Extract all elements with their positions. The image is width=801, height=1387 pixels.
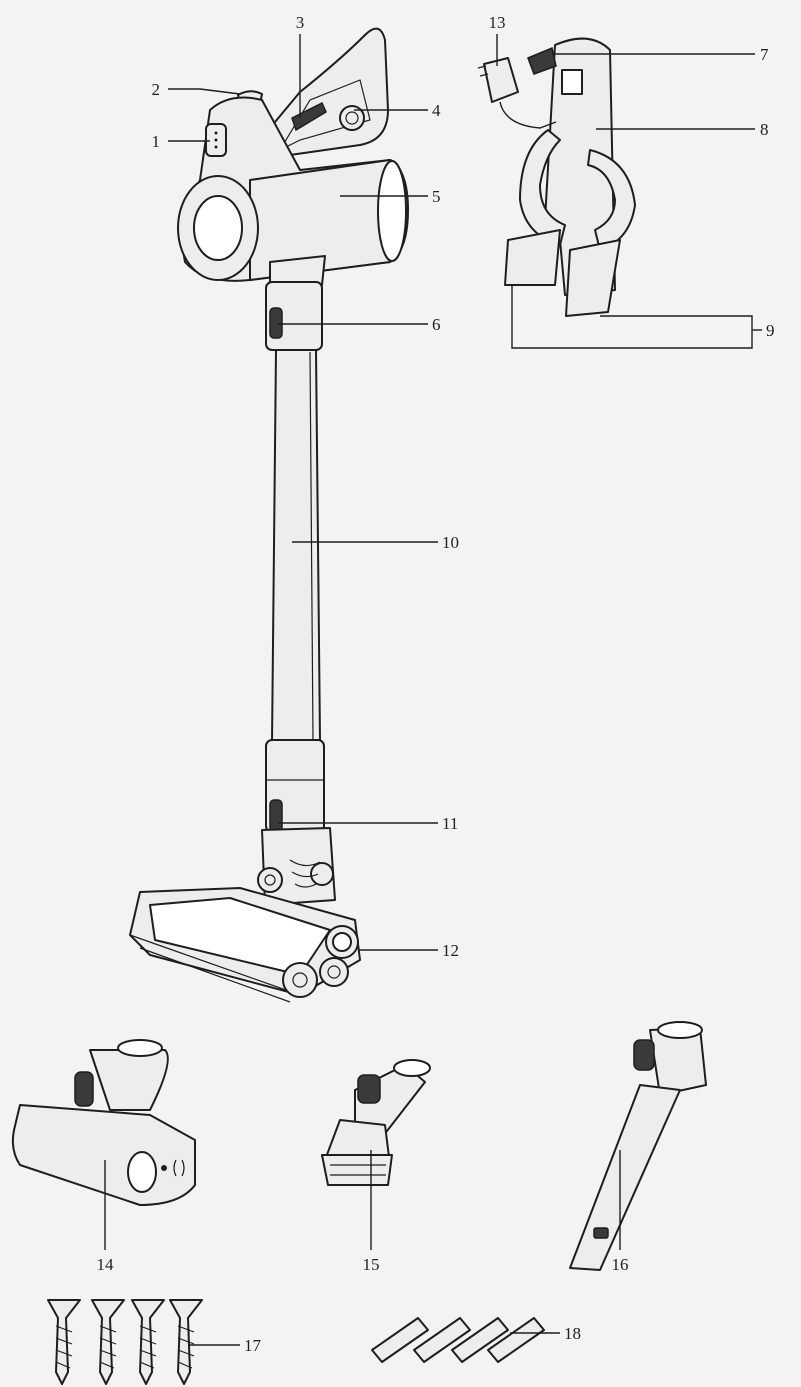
callout-8: 8 [760,120,769,139]
dc-plug [527,46,557,75]
vacuum-main-unit [129,27,409,1003]
callout-13: 13 [489,13,506,32]
callout-11: 11 [442,814,458,833]
callout-14: 14 [97,1255,115,1274]
callout-15: 15 [363,1255,380,1274]
crevice-tool [569,1021,707,1271]
filter-cap [339,105,365,131]
callout-4: 4 [432,101,441,120]
callout-labels: 1 2 3 4 5 6 7 8 9 10 11 12 13 14 15 16 1… [97,13,775,1355]
callout-16: 16 [612,1255,629,1274]
mini-motorized-tool [11,1039,196,1206]
callout-17: 17 [244,1336,262,1355]
screws [47,1299,203,1385]
mount-peg-left [504,229,561,286]
callout-3: 3 [296,13,305,32]
callout-5: 5 [432,187,441,206]
dusting-brush [321,1059,431,1186]
lower-release-button [269,799,283,833]
upper-release-button [269,307,283,339]
mount-peg-right [565,239,621,317]
callout-1: 1 [152,132,161,151]
mount-connector [561,69,583,95]
callout-9: 9 [766,321,775,340]
power-trigger [291,101,327,132]
wall-plugs [371,1317,545,1363]
callout-7: 7 [760,45,769,64]
callout-2: 2 [152,80,161,99]
callout-10: 10 [442,533,459,552]
wall-mount-assembly [477,37,636,317]
power-adapter [483,57,519,103]
leader-lines [104,34,762,1346]
callout-18: 18 [564,1324,581,1343]
callout-12: 12 [442,941,459,960]
callout-6: 6 [432,315,441,334]
